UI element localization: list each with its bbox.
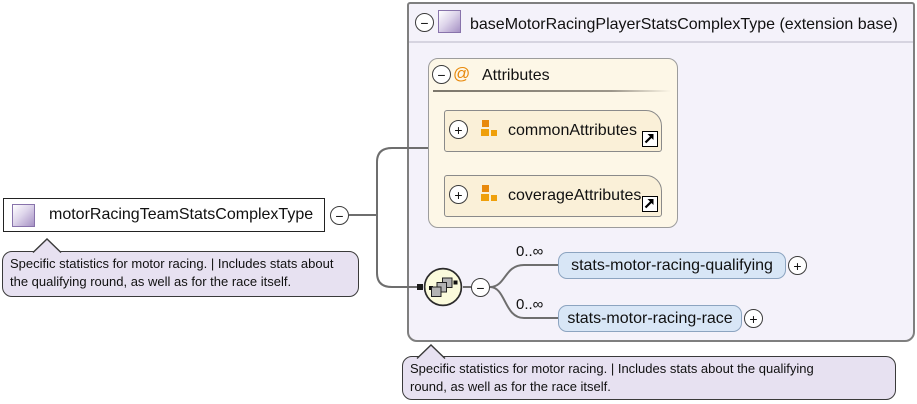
plus-icon: +: [793, 257, 802, 274]
collapse-toggle-left-type[interactable]: −: [330, 206, 349, 225]
occurrence-label: 0..∞: [516, 243, 544, 260]
header-separator: [409, 41, 913, 43]
minus-icon: −: [420, 14, 429, 31]
base-type-panel: − baseMotorRacingPlayerStatsComplexType …: [407, 2, 915, 342]
occurrence-label: 0..∞: [516, 296, 544, 313]
attribute-group-commonAttributes[interactable]: + commonAttributes: [444, 110, 662, 152]
plus-icon: +: [454, 186, 463, 203]
minus-icon: −: [335, 207, 344, 224]
complex-type-icon: [12, 203, 35, 227]
element-stats-motor-racing-qualifying[interactable]: stats-motor-racing-qualifying: [558, 252, 786, 279]
expand-toggle-race[interactable]: +: [744, 309, 763, 328]
plus-icon: +: [749, 310, 758, 327]
minus-icon: −: [437, 66, 446, 83]
complex-type-icon: [438, 10, 461, 33]
expand-toggle-coverageAttributes[interactable]: +: [449, 185, 468, 204]
attribute-group-icon: [481, 185, 498, 202]
element-label: stats-motor-racing-race: [567, 309, 733, 327]
minus-icon: −: [476, 279, 485, 296]
collapse-toggle-sequence[interactable]: −: [471, 278, 490, 297]
attribute-group-icon: [481, 120, 498, 137]
element-label: stats-motor-racing-qualifying: [571, 256, 773, 274]
attribute-group-coverageAttributes[interactable]: + coverageAttributes: [444, 175, 662, 217]
expand-toggle-commonAttributes[interactable]: +: [449, 120, 468, 139]
annotation-line: Specific statistics for motor racing. | …: [410, 361, 814, 376]
attributes-separator: [433, 90, 671, 92]
collapse-toggle-attributes[interactable]: −: [432, 65, 451, 84]
type-label: motorRacingTeamStatsComplexType: [49, 206, 314, 223]
element-stats-motor-racing-race[interactable]: stats-motor-racing-race: [558, 305, 742, 332]
sequence-icon[interactable]: [423, 267, 463, 307]
attributes-group-label: Attributes: [482, 67, 550, 84]
attribute-group-label: coverageAttributes: [508, 187, 642, 204]
annotation-line: the qualifying round, as well as for the…: [10, 274, 292, 289]
expand-toggle-qualifying[interactable]: +: [788, 256, 807, 275]
goto-definition-icon[interactable]: [642, 196, 658, 212]
attributes-at-icon: @: [453, 64, 471, 83]
annotation-base-type: Specific statistics for motor racing. | …: [402, 356, 896, 400]
plus-icon: +: [454, 121, 463, 138]
annotation-line: Specific statistics for motor racing. | …: [10, 256, 334, 271]
base-type-title: baseMotorRacingPlayerStatsComplexType (e…: [470, 16, 898, 33]
goto-definition-icon[interactable]: [642, 131, 658, 147]
annotation-line: round, as well as for the race itself.: [410, 379, 611, 394]
attribute-group-label: commonAttributes: [508, 122, 637, 139]
annotation-left-type: Specific statistics for motor racing. | …: [2, 251, 359, 297]
collapse-toggle-base-type[interactable]: −: [415, 13, 434, 32]
type-box-motor-racing-team-stats[interactable]: motorRacingTeamStatsComplexType: [3, 198, 325, 232]
attributes-group: − @ Attributes + commonAttributes +: [428, 58, 678, 228]
